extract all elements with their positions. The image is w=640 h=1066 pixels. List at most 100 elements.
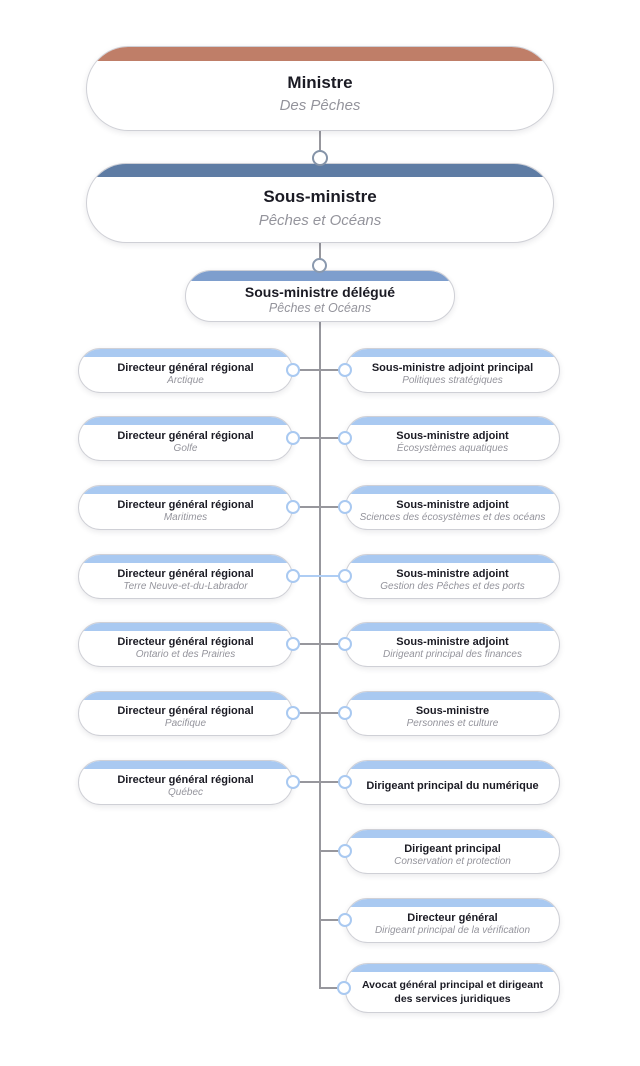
connector-dot [338,569,352,583]
connector-line [319,850,346,852]
node-subtitle: Terre Neuve-et-du-Labrador [123,580,248,592]
node-subtitle: Pêches et Océans [268,300,372,315]
connector-line [319,131,321,152]
connector-dot [312,258,327,273]
node-cap [79,486,292,494]
node-cap [186,271,454,281]
node-dg-verification: Directeur général Dirigeant principal de… [345,898,560,943]
node-title: Directeur général régional [117,704,254,717]
connector-dot [338,431,352,445]
connector-line [292,369,346,371]
node-subtitle: Gestion des Pêches et des ports [380,580,525,592]
connector-dot [338,637,352,651]
node-dgr-maritimes: Directeur général régional Maritimes [78,485,293,530]
node-dgr-terre-neuve: Directeur général régional Terre Neuve-e… [78,554,293,599]
node-sous-ministre: Sous-ministre Pêches et Océans [86,163,554,243]
connector-dot [338,363,352,377]
connector-line [319,919,346,921]
node-title: Sous-ministre adjoint [396,429,509,442]
node-cap [79,555,292,563]
node-sma-ecosystemes: Sous-ministre adjoint Écosystèmes aquati… [345,416,560,461]
connector-line-highlight [292,575,346,577]
node-title: Sous-ministre adjoint [396,635,509,648]
connector-dot [337,981,351,995]
node-title: Ministre [287,72,353,92]
node-subtitle: Des Pêches [279,97,361,115]
connector-dot [286,431,300,445]
node-title: Directeur général [407,911,498,924]
node-title: Directeur général régional [117,567,254,580]
node-title: Dirigeant principal [404,842,501,855]
node-title: Sous-ministre délégué [244,283,396,300]
node-dgr-pacifique: Directeur général régional Pacifique [78,691,293,736]
node-title: Directeur général régional [117,773,254,786]
node-sma-gestion-peches: Sous-ministre adjoint Gestion des Pêches… [345,554,560,599]
connector-dot [286,569,300,583]
node-cap [79,692,292,700]
connector-dot [286,363,300,377]
connector-dot [286,706,300,720]
node-cap [346,555,559,563]
node-sma-principal: Sous-ministre adjoint principal Politiqu… [345,348,560,393]
connector-dot [338,844,352,858]
node-cap [87,164,553,177]
node-subtitle: Sciences des écosystèmes et des océans [359,511,546,523]
node-subtitle: Arctique [167,374,204,386]
node-title: Directeur général régional [117,429,254,442]
node-cap [346,349,559,357]
node-subtitle: Politiques stratégiques [402,374,503,386]
node-cap [346,761,559,769]
node-dgr-quebec: Directeur général régional Québec [78,760,293,805]
connector-dot [312,150,328,166]
node-sma-finances: Sous-ministre adjoint Dirigeant principa… [345,622,560,667]
connector-line [319,243,321,260]
node-subtitle: Pêches et Océans [258,211,382,229]
node-sm-personnes-culture: Sous-ministre Personnes et culture [345,691,560,736]
node-title: Sous-ministre [263,187,377,207]
node-subtitle: Maritimes [163,511,208,523]
connector-dot [338,913,352,927]
node-title: Directeur général régional [117,361,254,374]
node-title: Dirigeant principal du numérique [366,779,539,792]
node-subtitle: Ontario et des Prairies [135,648,236,660]
connector-line [292,437,346,439]
connector-dot [286,775,300,789]
node-cap [79,761,292,769]
connector-line [292,506,346,508]
node-dgr-ontario-prairies: Directeur général régional Ontario et de… [78,622,293,667]
node-cap [346,830,559,838]
node-dgr-golfe: Directeur général régional Golfe [78,416,293,461]
node-cap [87,47,553,61]
trunk-line [319,322,321,989]
node-cap [346,486,559,494]
node-title: Directeur général régional [117,498,254,511]
node-cap [79,349,292,357]
node-subtitle: Golfe [173,442,198,454]
connector-line [292,712,346,714]
node-title: Sous-ministre [415,704,490,717]
node-subtitle: Écosystèmes aquatiques [396,442,509,454]
connector-dot [286,637,300,651]
node-title: Directeur général régional [117,635,254,648]
node-subtitle: Dirigeant principal de la vérification [374,924,531,936]
node-cap [346,623,559,631]
node-dirigeant-conservation: Dirigeant principal Conservation et prot… [345,829,560,874]
connector-line [292,643,346,645]
node-sous-ministre-delegue: Sous-ministre délégué Pêches et Océans [185,270,455,322]
node-cap [346,964,559,972]
connector-dot [286,500,300,514]
node-subtitle: Dirigeant principal des finances [383,648,522,660]
node-subtitle: Conservation et protection [394,855,511,867]
connector-line [292,781,346,783]
node-subtitle: Québec [167,786,204,798]
connector-dot [338,706,352,720]
node-dirigeant-numerique: Dirigeant principal du numérique [345,760,560,805]
connector-dot [338,500,352,514]
node-title: Avocat général principal et dirigeant de… [361,978,544,1005]
node-dgr-arctique: Directeur général régional Arctique [78,348,293,393]
node-subtitle: Personnes et culture [406,717,499,729]
connector-line [319,987,338,989]
node-cap [346,417,559,425]
node-title: Sous-ministre adjoint [396,498,509,511]
